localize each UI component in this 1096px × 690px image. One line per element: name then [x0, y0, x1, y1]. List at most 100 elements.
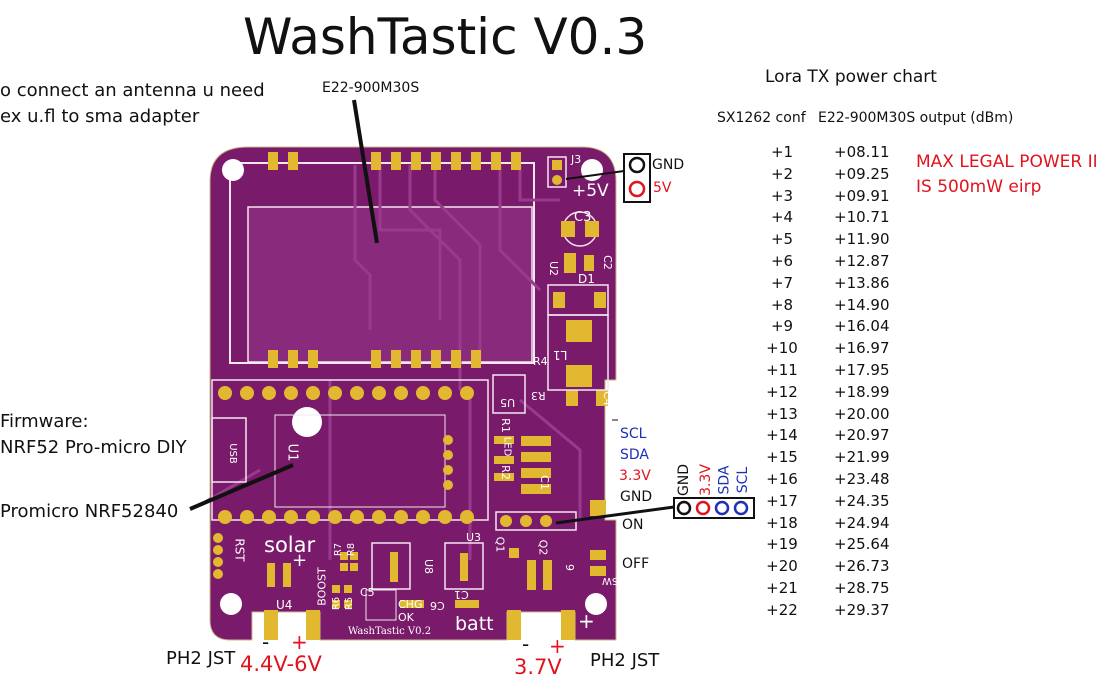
i2c-3v3-label: 3.3V: [697, 464, 714, 496]
minus-left: -: [262, 630, 270, 654]
silk-r5: R5: [344, 596, 356, 611]
u1-outline: [274, 414, 446, 508]
silk-solar-plus: +: [292, 550, 308, 571]
silk-r6-right: 9: [563, 564, 576, 571]
table-row: +4 +10.71: [730, 207, 904, 229]
mount-hole-tr: [581, 159, 603, 181]
table-cell-conf: +18: [766, 513, 798, 532]
side-scl: SCL: [620, 426, 647, 442]
table-row: +12+18.99: [730, 382, 904, 404]
silk-r1: R1: [498, 418, 512, 433]
warning-line2: IS 500mW eirp: [916, 177, 1042, 197]
table-cell-output: +23.48: [834, 469, 890, 488]
table-cell-output: +21.99: [834, 448, 890, 467]
power-5v-label: 5V: [653, 180, 672, 196]
silk-u1: U1: [284, 443, 300, 462]
ph2-jst-right: PH2 JST: [590, 650, 660, 671]
promicro-inner-pads: [443, 435, 453, 490]
mount-hole-br: [585, 593, 607, 615]
table-cell-output: +26.73: [834, 557, 890, 576]
side-3v3: 3.3V: [619, 468, 651, 484]
table-row: +13+20.00: [730, 404, 904, 426]
module-callout-line: [352, 99, 379, 244]
silk-boost: BOOST: [315, 567, 329, 606]
chart-col-header-1: SX1262 conf: [717, 110, 806, 126]
table-cell-conf: +1: [770, 143, 794, 161]
silk-u3: U3: [466, 531, 482, 544]
silk-c5: C5: [360, 586, 375, 599]
table-row: +16 +23.48: [730, 469, 904, 491]
table-row: +18+24.94: [730, 513, 904, 535]
silk-u2: U2: [547, 260, 561, 277]
table-cell-output: +10.71: [834, 208, 890, 227]
chart-title: Lora TX power chart: [765, 67, 937, 87]
table-cell-output: +13.86: [834, 273, 890, 292]
mount-hole-center: [292, 407, 322, 437]
silk-j3: J3: [571, 153, 582, 166]
minus-right: -: [522, 632, 530, 656]
u3-outline: [444, 542, 484, 590]
module-shield: [247, 206, 533, 363]
power-connector: [623, 153, 651, 203]
antenna-note-line1: o connect an antenna u need: [0, 80, 265, 101]
table-row: +8+14.90: [730, 295, 904, 317]
table-cell-output: +12.87: [834, 251, 890, 270]
silk-r2: R2: [498, 465, 512, 480]
i2c-connector-line: [555, 505, 675, 525]
table-cell-output: +16.04: [834, 317, 890, 336]
table-row: +19 +25.64: [730, 534, 904, 556]
j3-header: [547, 156, 567, 188]
table-row: +22 +29.37: [730, 600, 904, 622]
table-cell-conf: +4: [770, 208, 794, 227]
table-cell-conf: +14: [766, 426, 798, 445]
table-cell-conf: +16: [766, 469, 798, 488]
silk-u6-plus: +: [578, 609, 595, 633]
silk-q1: Q1: [493, 536, 507, 553]
silk-q2: Q2: [536, 539, 550, 556]
module-top-pads: [268, 152, 521, 170]
ph2-jst-left: PH2 JST: [166, 648, 236, 669]
page-title: WashTastic V0.3: [243, 8, 648, 66]
table-cell-conf: +19: [766, 535, 798, 554]
silk-solar: solar: [264, 533, 316, 557]
silk-c1-top: C1: [537, 475, 551, 490]
module-bottom-pads: [268, 350, 481, 368]
table-cell-conf: +22: [766, 600, 798, 619]
u5-outline: [492, 374, 526, 414]
table-row: +14 +20.97: [730, 425, 904, 447]
table-cell-conf: +10: [766, 339, 798, 358]
table-cell-output: +14.90: [834, 295, 890, 314]
silk-plus5v: +5V: [572, 181, 609, 201]
table-cell-conf: +17: [766, 491, 798, 510]
silk-r3: R3: [531, 389, 546, 402]
table-cell-output: +09.91: [834, 186, 890, 205]
rst-pads: [213, 533, 223, 579]
silk-c6: C6: [430, 599, 445, 612]
table-cell-output: +18.99: [834, 382, 890, 401]
table-row: +15 +21.99: [730, 447, 904, 469]
firmware-name: NRF52 Pro-micro DIY: [0, 437, 187, 458]
table-cell-output: +28.75: [834, 578, 890, 597]
table-cell-conf: +13: [766, 404, 798, 423]
side-on: ON: [622, 517, 644, 533]
promicro-label: Promicro NRF52840: [0, 501, 179, 522]
i2c-gnd-label: GND: [676, 463, 693, 497]
silk-r6: R6: [331, 596, 343, 611]
silk-u8: U8: [422, 558, 436, 575]
table-row: +17+24.35: [730, 491, 904, 513]
table-cell-output: +25.64: [834, 535, 890, 554]
table-row: +6+12.87: [730, 251, 904, 273]
antenna-note-line2: ex u.fl to sma adapter: [0, 106, 200, 127]
promicro-bottom-pads: [218, 510, 474, 524]
silk-ok: OK: [398, 611, 414, 624]
table-cell-output: +09.25: [834, 164, 890, 183]
table-cell-conf: +11: [766, 360, 798, 379]
table-cell-conf: +20: [766, 557, 798, 576]
i2c-connector: [673, 497, 755, 519]
c3-capacitor: [561, 211, 599, 247]
table-cell-conf: +2: [770, 164, 794, 183]
table-cell-output: +29.37: [834, 600, 890, 619]
table-cell-conf: +15: [766, 448, 798, 467]
table-cell-output: +20.97: [834, 426, 890, 445]
